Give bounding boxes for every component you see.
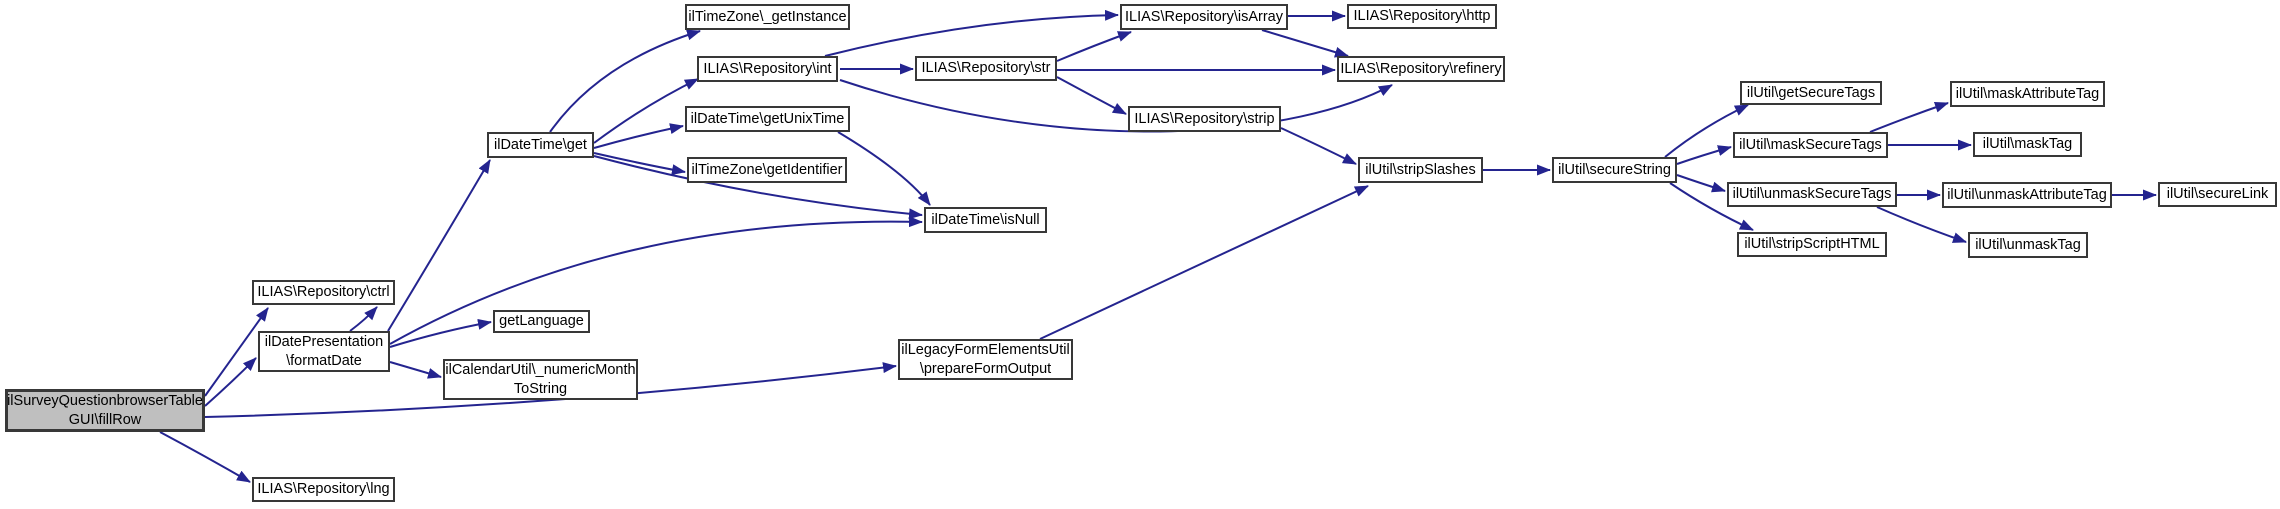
- graph-node-ctrl[interactable]: ILIAS\Repository\ctrl: [252, 280, 395, 305]
- edge-get-to-getInstance: [549, 29, 701, 133]
- edge-get-to-getIdentifier: [593, 152, 686, 176]
- graph-node-label: ilUtil\secureString: [1558, 161, 1671, 178]
- edge-get-to-getUnixTime: [593, 123, 684, 149]
- graph-node-label: \formatDate: [286, 352, 362, 369]
- edge-int-to-isArray: [824, 9, 1119, 57]
- graph-node-label: ToString: [513, 380, 568, 397]
- graph-node-label: GUI\fillRow: [68, 411, 142, 428]
- graph-node-label: \prepareFormOutput: [919, 360, 1052, 377]
- edge-fillRow-to-formatDate: [204, 357, 257, 407]
- edge-formatDate-to-ctrl: [349, 306, 378, 332]
- graph-node-stripScriptHTML[interactable]: ilUtil\stripScriptHTML: [1737, 232, 1887, 257]
- graph-node-http[interactable]: ILIAS\Repository\http: [1347, 4, 1497, 29]
- graph-node-label: ilDateTime\getUnixTime: [690, 110, 845, 127]
- edge-maskSecureTags-to-maskAttributeTag: [1869, 102, 1949, 133]
- edge-getUnixTime-to-isNull: [837, 131, 931, 206]
- graph-node-unmaskSecureTags[interactable]: ilUtil\unmaskSecureTags: [1727, 182, 1897, 207]
- edge-get-to-int: [593, 78, 699, 144]
- graph-node-formatDate[interactable]: ilDatePresentation \formatDate: [258, 331, 390, 372]
- edge-secureString-to-stripScriptHTML: [1669, 182, 1754, 231]
- graph-node-refinery[interactable]: ILIAS\Repository\refinery: [1337, 56, 1505, 82]
- edge-fillRow-to-lng: [159, 431, 251, 483]
- graph-node-getUnixTime[interactable]: ilDateTime\getUnixTime: [685, 106, 850, 132]
- edge-int-to-refinery: [839, 79, 1393, 133]
- edge-isArray-to-refinery: [1261, 29, 1349, 58]
- graph-node-int[interactable]: ILIAS\Repository\int: [697, 56, 838, 82]
- graph-node-label: ilDatePresentation: [264, 333, 384, 350]
- graph-node-getIdentifier[interactable]: ilTimeZone\getIdentifier: [687, 157, 847, 183]
- graph-node-label: getLanguage: [499, 313, 584, 330]
- graph-node-label: ILIAS\Repository\isArray: [1125, 8, 1283, 25]
- graph-node-isArray[interactable]: ILIAS\Repository\isArray: [1120, 4, 1288, 30]
- edge-str-to-isArray: [1056, 31, 1132, 62]
- graph-node-label: ilUtil\unmaskSecureTags: [1732, 186, 1892, 203]
- graph-node-label: ilSurveyQuestionbrowserTable: [7, 392, 203, 409]
- graph-node-secureLink[interactable]: ilUtil\secureLink: [2158, 182, 2277, 207]
- graph-node-unmaskAttributeTag[interactable]: ilUtil\unmaskAttributeTag: [1942, 182, 2112, 208]
- graph-node-label: ilLegacyFormElementsUtil: [901, 341, 1070, 358]
- edge-str-to-strip: [1056, 76, 1127, 115]
- graph-node-getSecureTags[interactable]: ilUtil\getSecureTags: [1740, 81, 1882, 105]
- edge-secureString-to-getSecureTags: [1664, 104, 1749, 158]
- graph-node-label: ILIAS\Repository\lng: [257, 481, 390, 498]
- graph-node-maskTag[interactable]: ilUtil\maskTag: [1973, 132, 2082, 157]
- edge-fillRow-to-ctrl: [204, 307, 269, 397]
- graph-node-label: ILIAS\Repository\strip: [1134, 110, 1275, 127]
- graph-node-label: ilDateTime\isNull: [931, 211, 1040, 228]
- graph-node-maskSecureTags[interactable]: ilUtil\maskSecureTags: [1733, 132, 1888, 158]
- graph-node-label: ilUtil\secureLink: [2166, 186, 2269, 203]
- graph-node-label: ilTimeZone\getIdentifier: [691, 161, 843, 178]
- edge-formatDate-to-getLanguage: [389, 318, 492, 348]
- graph-node-label: ilUtil\stripScriptHTML: [1744, 236, 1880, 253]
- edge-secureString-to-unmaskSecureTags: [1676, 174, 1726, 193]
- graph-node-str[interactable]: ILIAS\Repository\str: [915, 56, 1057, 81]
- graph-node-label: ilDateTime\get: [494, 136, 587, 153]
- graph-node-label: ilUtil\unmaskTag: [1975, 236, 2081, 253]
- graph-node-stripSlashes[interactable]: ilUtil\stripSlashes: [1358, 157, 1483, 183]
- graph-node-label: ILIAS\Repository\int: [703, 60, 832, 77]
- graph-node-label: ilCalendarUtil\_numericMonth: [445, 361, 636, 378]
- graph-node-label: ilUtil\unmaskAttributeTag: [1947, 186, 2107, 203]
- graph-node-label: ILIAS\Repository\refinery: [1340, 60, 1502, 77]
- graph-node-strip[interactable]: ILIAS\Repository\strip: [1128, 106, 1281, 132]
- graph-node-label: ilUtil\maskSecureTags: [1739, 136, 1882, 153]
- graph-node-isNull[interactable]: ilDateTime\isNull: [924, 207, 1047, 233]
- graph-node-label: ILIAS\Repository\http: [1353, 8, 1491, 25]
- edge-formatDate-to-isNull: [389, 216, 923, 345]
- edge-formatDate-to-get: [387, 159, 491, 332]
- graph-node-label: ILIAS\Repository\ctrl: [257, 284, 390, 301]
- graph-node-getLanguage[interactable]: getLanguage: [493, 310, 590, 333]
- graph-node-secureString[interactable]: ilUtil\secureString: [1552, 157, 1677, 183]
- edge-secureString-to-maskSecureTags: [1676, 145, 1732, 165]
- graph-node-getInstance[interactable]: ilTimeZone\_getInstance: [685, 4, 850, 30]
- graph-node-label: ILIAS\Repository\str: [921, 60, 1051, 77]
- edge-formatDate-to-numericMonth: [389, 361, 442, 379]
- graph-node-label: ilUtil\stripSlashes: [1365, 161, 1476, 178]
- graph-node-label: ilUtil\getSecureTags: [1746, 84, 1876, 101]
- graph-node-unmaskTag[interactable]: ilUtil\unmaskTag: [1968, 232, 2088, 258]
- graph-node-label: ilTimeZone\_getInstance: [688, 8, 847, 25]
- graph-node-lng[interactable]: ILIAS\Repository\lng: [252, 477, 395, 502]
- edge-prepareFormOutput-to-stripSlashes: [1039, 185, 1369, 340]
- edge-get-to-isNull: [593, 155, 923, 220]
- graph-node-label: ilUtil\maskAttributeTag: [1955, 85, 2100, 102]
- graph-node-maskAttributeTag[interactable]: ilUtil\maskAttributeTag: [1950, 81, 2105, 107]
- graph-node-prepareFormOutput[interactable]: ilLegacyFormElementsUtil \prepareFormOutp…: [898, 339, 1073, 380]
- graph-node-get[interactable]: ilDateTime\get: [487, 132, 594, 158]
- edge-unmaskSecureTags-to-unmaskTag: [1876, 206, 1967, 243]
- edge-strip-to-stripSlashes: [1280, 127, 1357, 165]
- graph-node-label: ilUtil\maskTag: [1982, 136, 2073, 153]
